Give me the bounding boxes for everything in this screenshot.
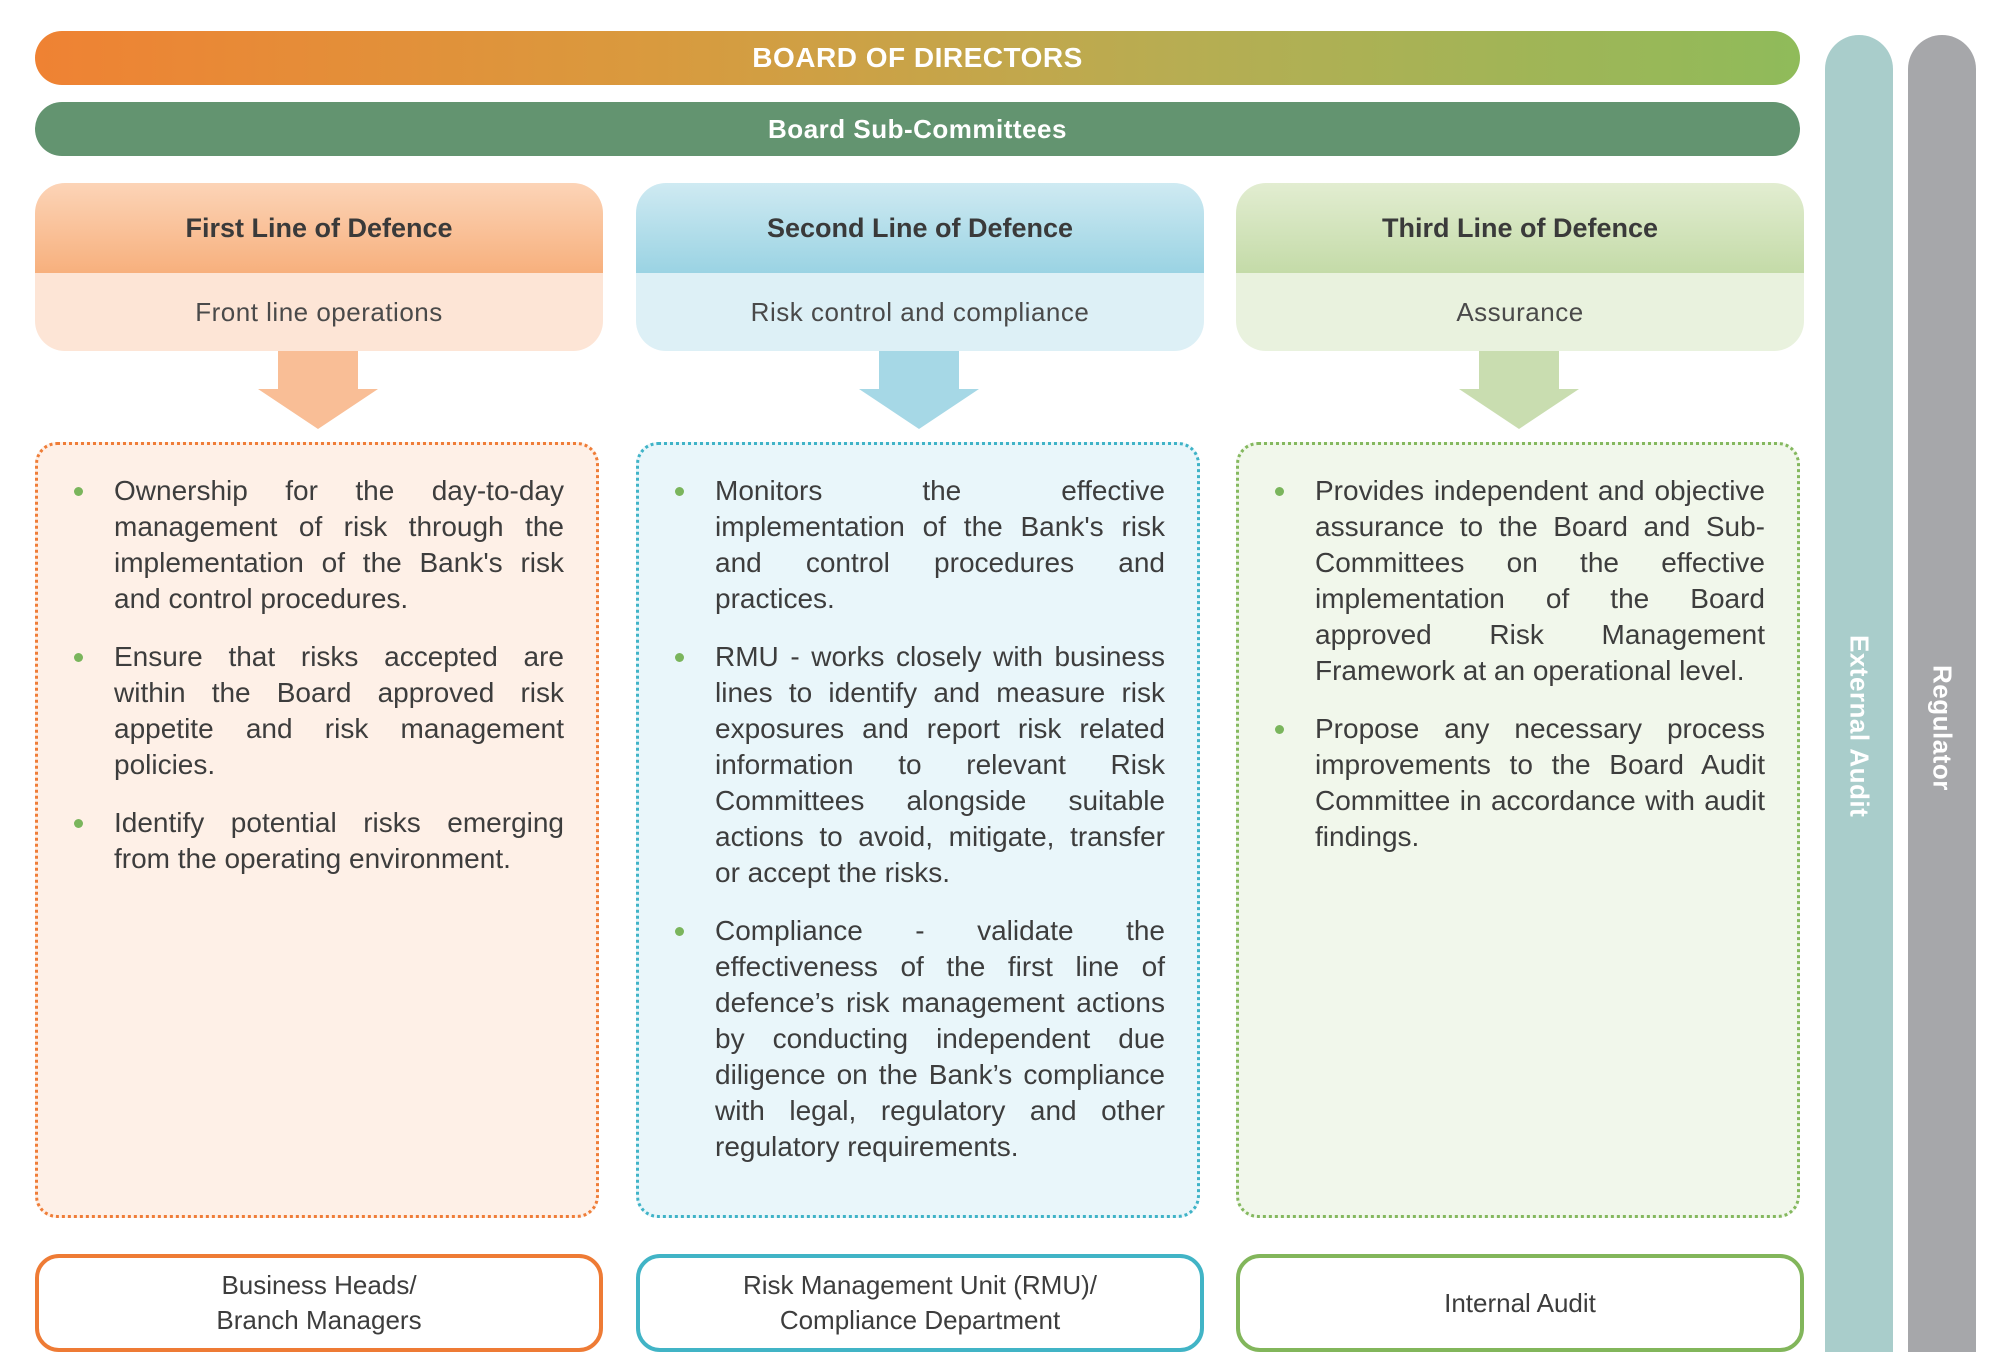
second-line-title: Second Line of Defence [636,183,1204,273]
external-audit-label: External Audit [1844,635,1875,818]
board-of-directors-bar: BOARD OF DIRECTORS [35,31,1800,85]
first-line-owner: Business Heads/ Branch Managers [35,1254,603,1352]
list-item: RMU - works closely with business lines … [675,639,1165,891]
regulator-bar: Regulator [1908,35,1976,1352]
list-item: Provides independent and objective assur… [1275,473,1765,689]
first-line-header: First Line of Defence Front line operati… [35,183,603,351]
list-item: Propose any necessary process improvemen… [1275,711,1765,855]
second-line-owner: Risk Management Unit (RMU)/ Compliance D… [636,1254,1204,1352]
first-line-arrow-shape [258,351,378,429]
second-line-arrow-shape [859,351,979,429]
third-line-header: Third Line of Defence Assurance [1236,183,1804,351]
list-item: Compliance - validate the effectiveness … [675,913,1165,1165]
second-line-down-arrow-icon [859,351,979,429]
third-line-arrow-shape [1459,351,1579,429]
list-item: Identify potential risks emerging from t… [74,805,564,877]
first-line-down-arrow-icon [258,351,378,429]
second-line-header: Second Line of Defence Risk control and … [636,183,1204,351]
list-item: Ownership for the day-to-day management … [74,473,564,617]
regulator-label: Regulator [1927,665,1958,791]
external-audit-bar: External Audit [1825,35,1893,1352]
list-item: Monitors the effective implementation of… [675,473,1165,617]
list-item: Ensure that risks accepted are within th… [74,639,564,783]
third-line-down-arrow-icon [1459,351,1579,429]
first-line-subtitle: Front line operations [35,273,603,351]
board-sub-committees-bar: Board Sub-Committees [35,102,1800,156]
second-line-subtitle: Risk control and compliance [636,273,1204,351]
first-line-responsibilities: Ownership for the day-to-day management … [35,442,599,1218]
third-line-responsibilities: Provides independent and objective assur… [1236,442,1800,1218]
third-line-owner: Internal Audit [1236,1254,1804,1352]
third-line-subtitle: Assurance [1236,273,1804,351]
first-line-title: First Line of Defence [35,183,603,273]
second-line-responsibilities: Monitors the effective implementation of… [636,442,1200,1218]
third-line-title: Third Line of Defence [1236,183,1804,273]
